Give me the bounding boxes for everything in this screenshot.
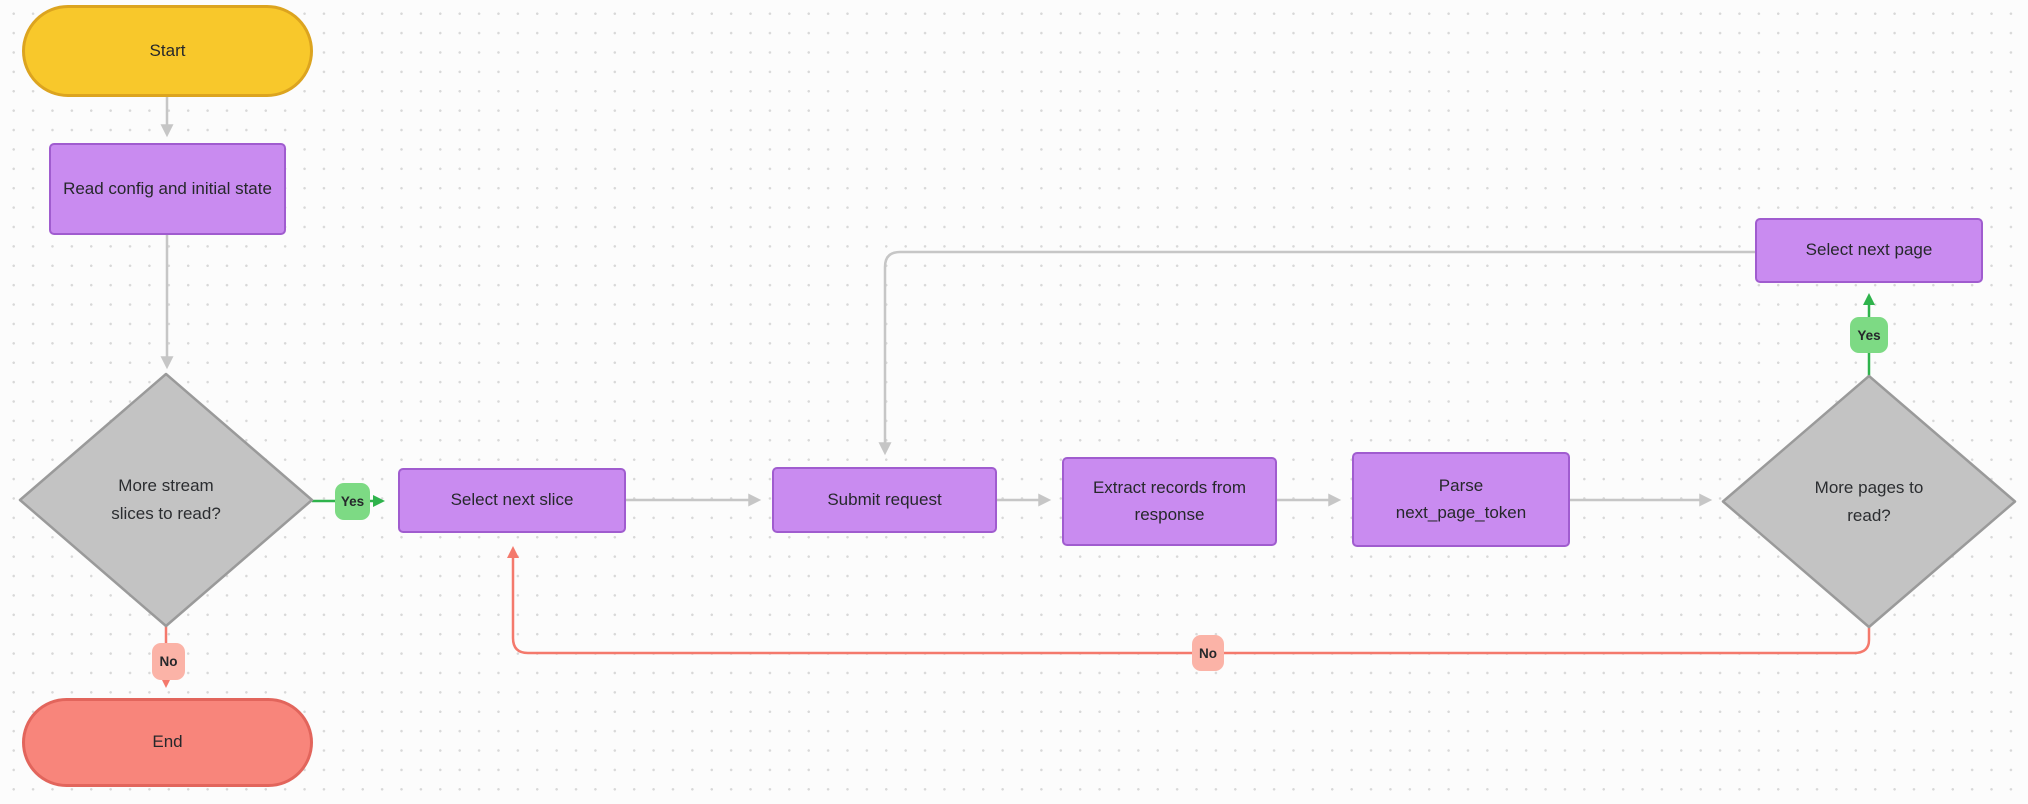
node-read-config: Read config and initial state bbox=[49, 143, 286, 235]
node-select-next-page-label: Select next page bbox=[1805, 240, 1933, 260]
node-select-next-slice-label: Select next slice bbox=[450, 490, 574, 510]
edge-more-pages-no bbox=[507, 546, 1871, 655]
node-end: End bbox=[22, 698, 313, 787]
decision-more-slices-text: More stream slices to read? bbox=[111, 475, 221, 523]
node-extract-records: Extract records from response bbox=[1062, 457, 1277, 546]
edge-label-more-pages-yes: Yes bbox=[1850, 317, 1888, 353]
node-more-slices-label: More stream slices to read? bbox=[96, 440, 236, 560]
node-extract-records-label: Extract records from response bbox=[1092, 478, 1247, 524]
node-read-config-label: Read config and initial state bbox=[63, 178, 272, 198]
edge-label-more-slices-no: No bbox=[152, 643, 185, 680]
node-submit-request-label: Submit request bbox=[827, 489, 942, 509]
edge-label-more-slices-yes: Yes bbox=[335, 483, 370, 520]
node-end-label: End bbox=[152, 732, 183, 752]
decision-more-pages-text: More pages to read? bbox=[1814, 477, 1924, 525]
node-start-label: Start bbox=[149, 40, 186, 60]
edge-select-page-to-submit-request bbox=[878, 250, 1755, 456]
node-select-next-slice: Select next slice bbox=[398, 468, 626, 533]
node-start: Start bbox=[22, 5, 313, 97]
node-parse-token: Parse next_page_token bbox=[1352, 452, 1570, 547]
node-parse-token-label: Parse next_page_token bbox=[1395, 476, 1527, 522]
node-more-pages-label: More pages to read? bbox=[1804, 442, 1934, 562]
node-select-next-page: Select next page bbox=[1755, 218, 1983, 283]
decision-more-slices-shape bbox=[18, 372, 314, 628]
node-submit-request: Submit request bbox=[772, 467, 997, 533]
decision-more-pages-shape bbox=[1721, 374, 2017, 629]
edge-label-more-pages-no: No bbox=[1192, 635, 1224, 671]
